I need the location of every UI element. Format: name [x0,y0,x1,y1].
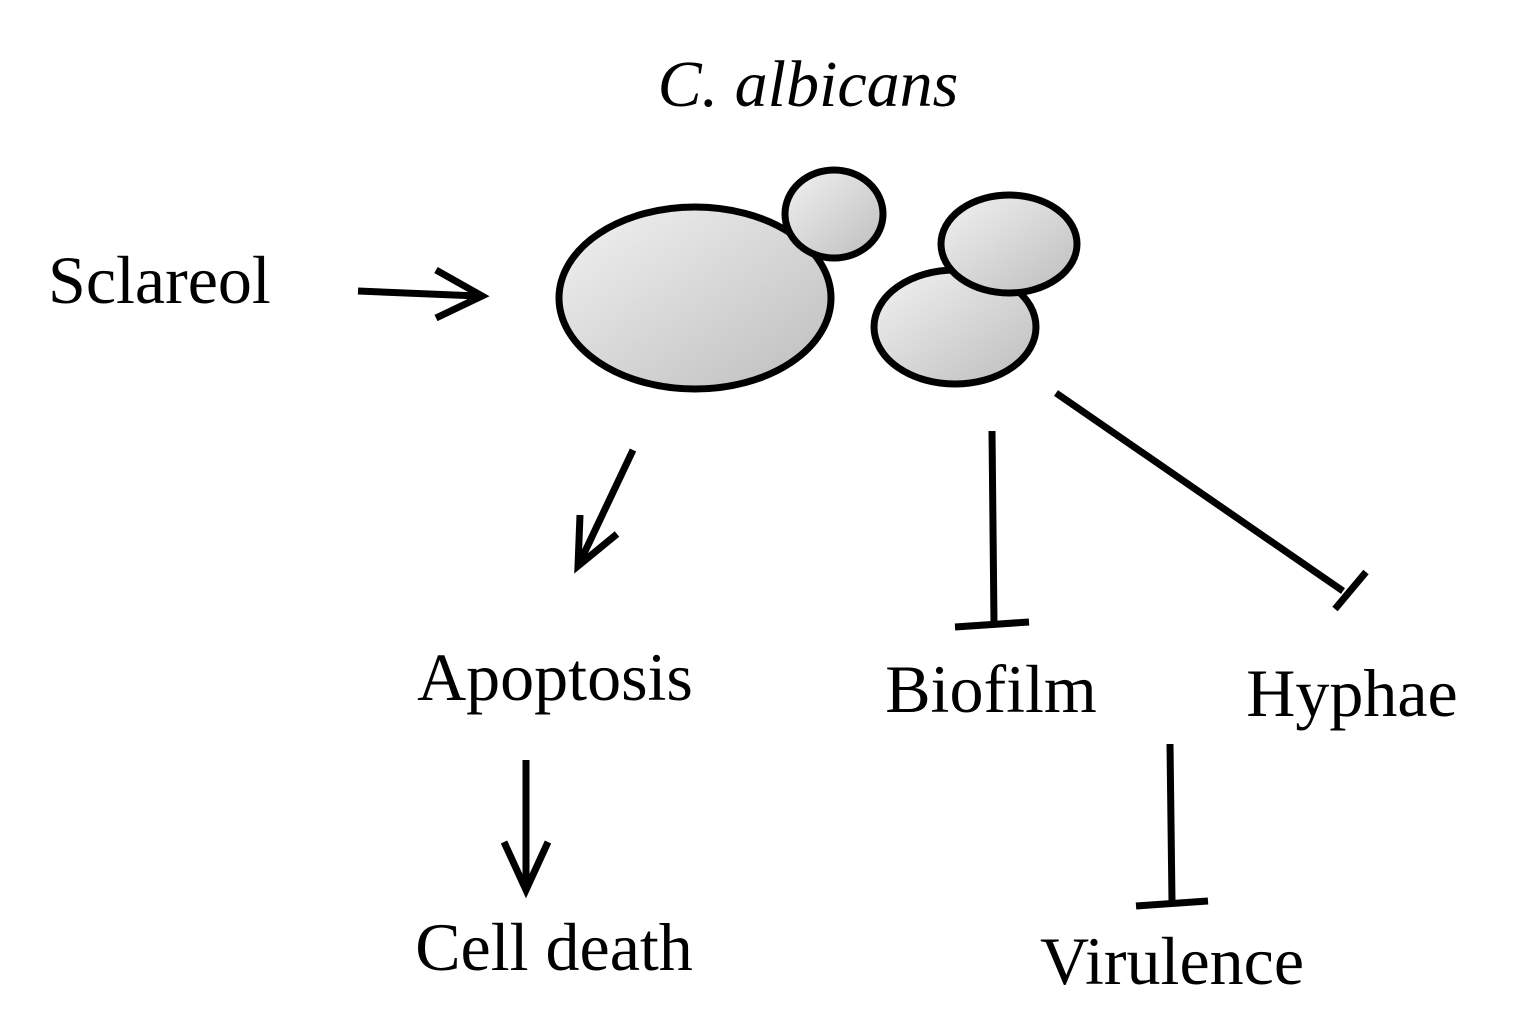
apoptosis-arrow [574,448,637,574]
hyphae-label: Hyphae [1246,655,1457,731]
apoptosis-label: Apoptosis [417,639,693,715]
mother-cell-icon [555,203,835,393]
bud-cell-icon [781,166,887,262]
cell-death-label: Cell death [415,909,693,985]
second-bud-cell-icon [937,191,1081,297]
cell-death-arrow [500,760,552,899]
virulence-inhibition [1135,743,1209,910]
hyphae-inhibition [1054,390,1369,612]
sclareol-label: Sclareol [48,242,271,318]
biofilm-inhibition [954,430,1030,631]
sclareol-arrow [357,266,490,322]
yeast-cells-icon [555,166,1081,393]
organism-title: C. albicans [658,48,959,121]
biofilm-label: Biofilm [885,651,1097,727]
virulence-label: Virulence [1040,923,1304,999]
